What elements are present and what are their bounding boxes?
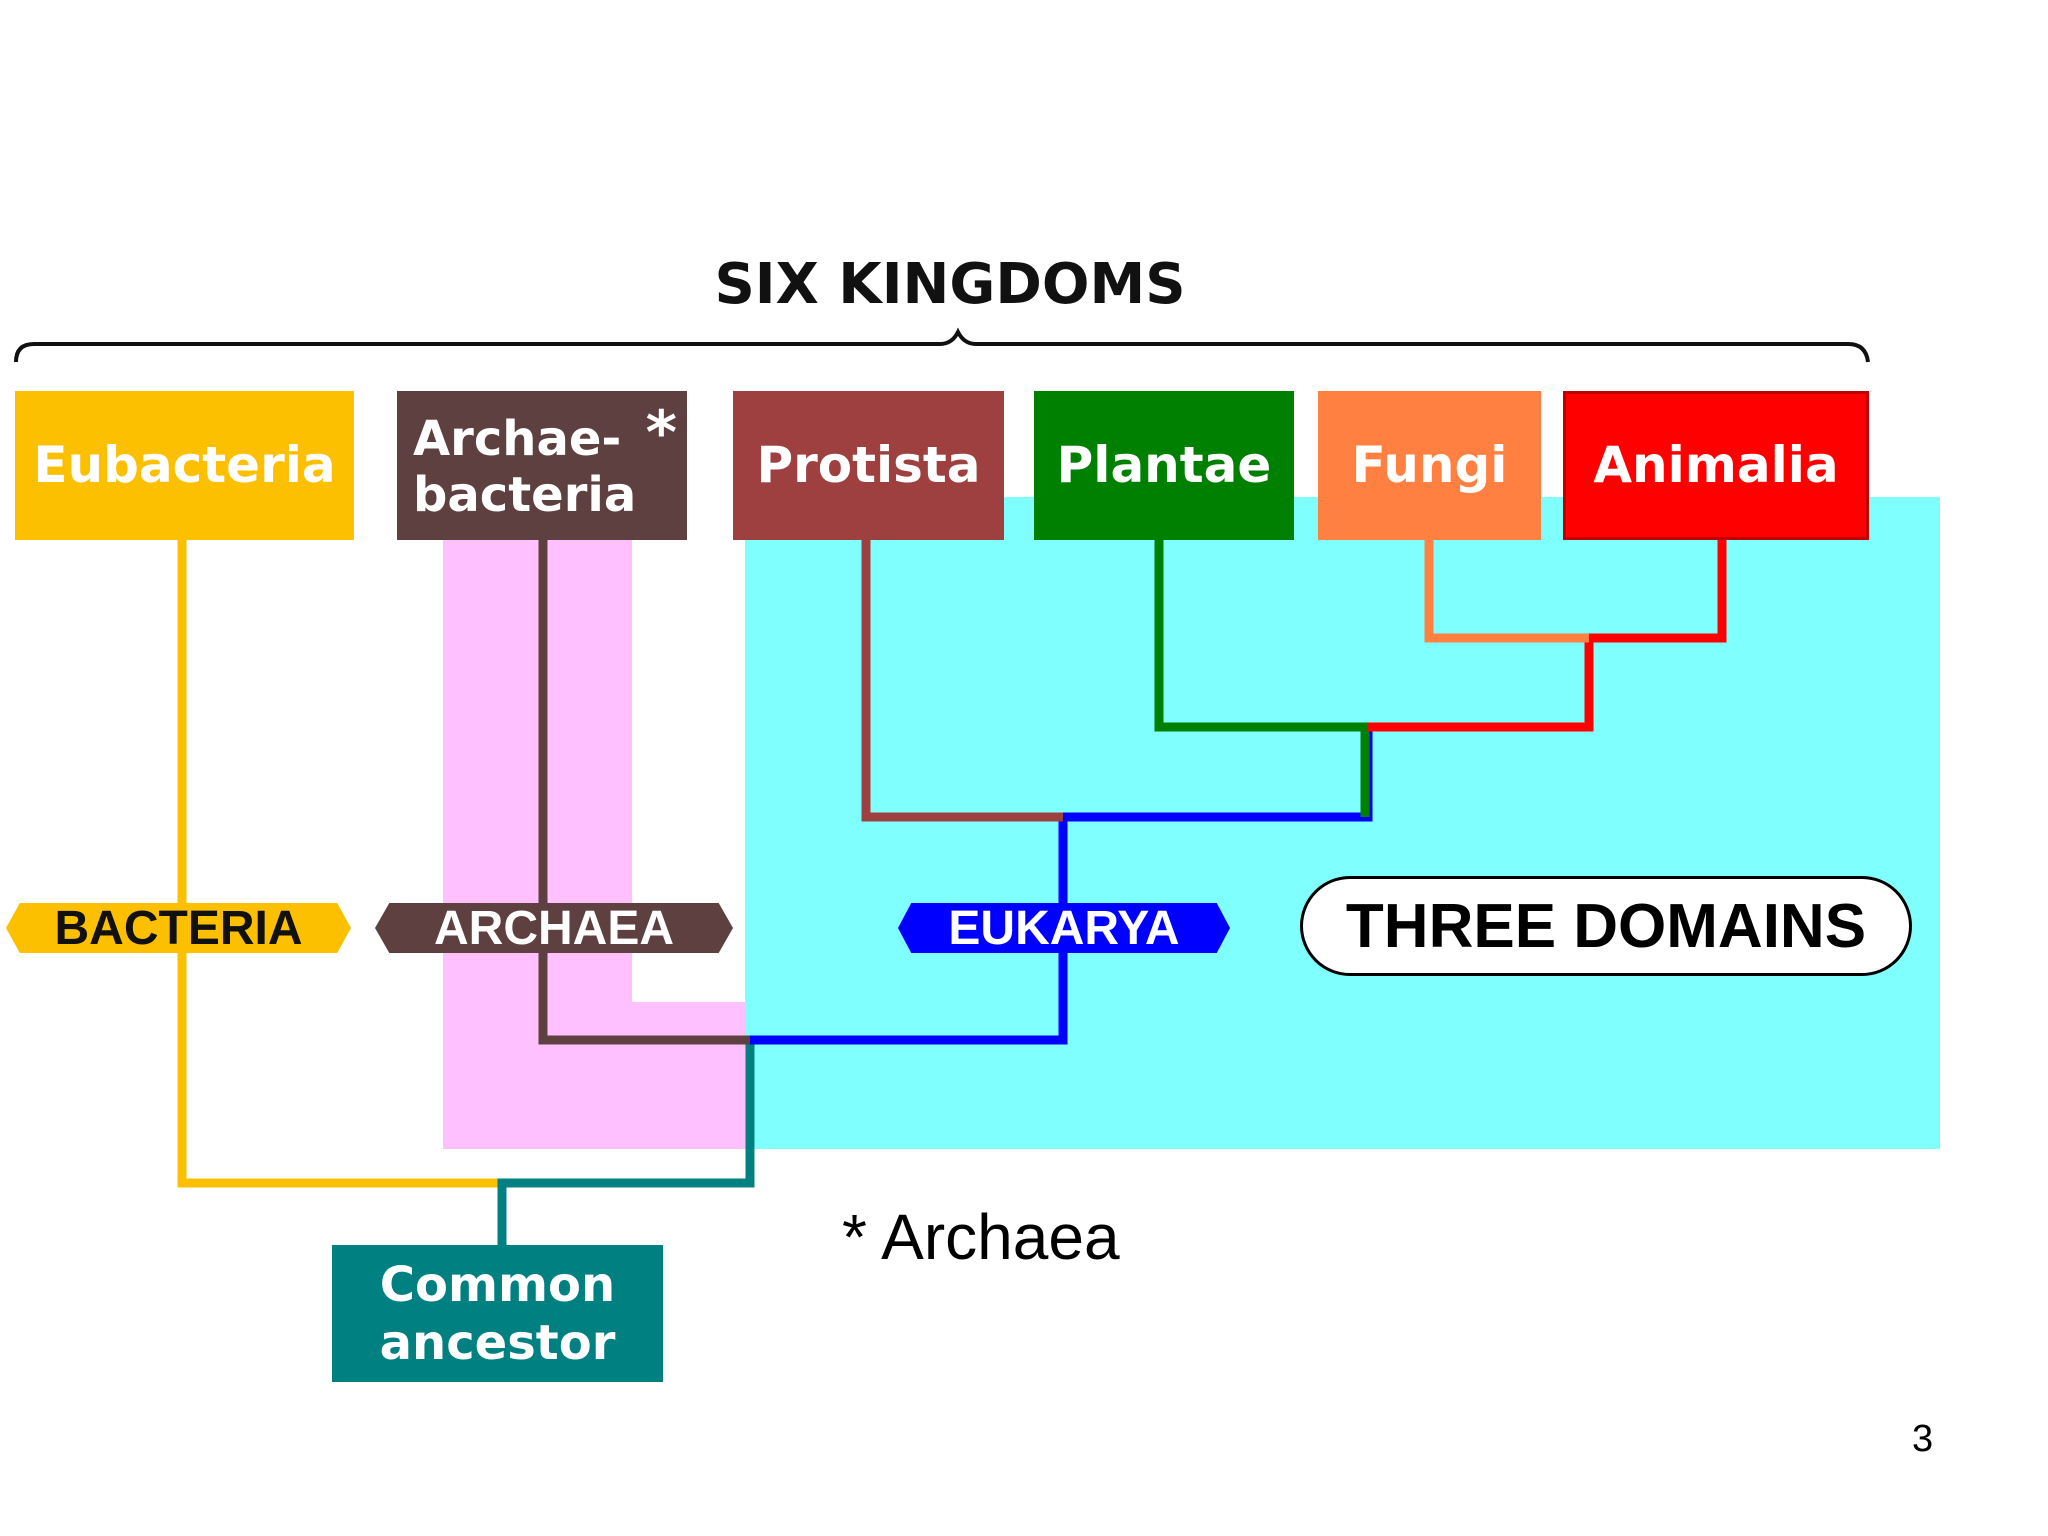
common-ancestor-label-2: ancestor [379, 1314, 616, 1371]
eukarya-region [745, 497, 1940, 1149]
page-number: 3 [1912, 1418, 1934, 1460]
footnote: * Archaea [842, 1201, 1120, 1273]
common-ancestor-label-1: Common [379, 1257, 616, 1313]
archaea-region [443, 540, 745, 1149]
kingdom-archaebacteria-label-1: Archae- [413, 411, 622, 468]
kingdom-archaebacteria: Archae- bacteria * [397, 391, 687, 540]
domain-eukarya-label: EUKARYA [948, 901, 1180, 955]
kingdom-plantae-label: Plantae [1056, 435, 1272, 494]
domain-archaea: ARCHAEA [375, 903, 733, 953]
kingdom-animalia: Animalia [1563, 391, 1869, 540]
kingdom-eubacteria-label: Eubacteria [33, 435, 336, 494]
six-kingdoms-title: SIX KINGDOMS [714, 252, 1186, 317]
kingdom-fungi-label: Fungi [1351, 435, 1508, 494]
kingdom-plantae: Plantae [1034, 391, 1294, 540]
domain-bacteria-label: BACTERIA [54, 901, 303, 955]
kingdom-eubacteria: Eubacteria [15, 391, 354, 540]
three-domains-label: THREE DOMAINS [1300, 876, 1912, 976]
asterisk-mark: * [645, 398, 677, 468]
kingdom-archaebacteria-label-2: bacteria [413, 466, 637, 523]
common-ancestor-box: Common ancestor [332, 1245, 663, 1382]
three-domains-text: THREE DOMAINS [1345, 891, 1867, 961]
kingdom-fungi: Fungi [1318, 391, 1541, 540]
kingdom-protista-label: Protista [756, 435, 981, 494]
kingdoms-brace [14, 327, 1870, 363]
domain-eukarya: EUKARYA [898, 903, 1230, 953]
domain-archaea-label: ARCHAEA [434, 901, 674, 955]
domain-bacteria: BACTERIA [6, 903, 351, 953]
kingdom-animalia-label: Animalia [1593, 435, 1839, 494]
kingdom-protista: Protista [733, 391, 1004, 540]
